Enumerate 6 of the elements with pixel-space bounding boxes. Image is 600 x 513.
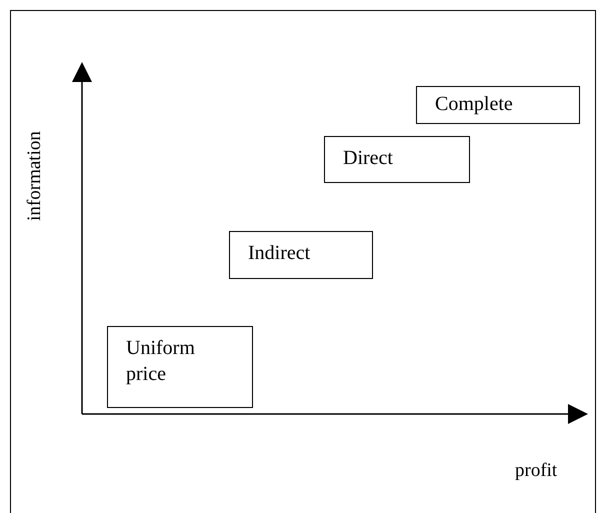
strategy-box: Complete bbox=[416, 86, 580, 124]
strategy-box: Indirect bbox=[229, 231, 373, 279]
strategy-box: Direct bbox=[324, 136, 470, 183]
axis-label: profit bbox=[515, 460, 558, 482]
strategy-box: Uniform price bbox=[107, 326, 253, 408]
axis-label: information bbox=[24, 131, 46, 221]
